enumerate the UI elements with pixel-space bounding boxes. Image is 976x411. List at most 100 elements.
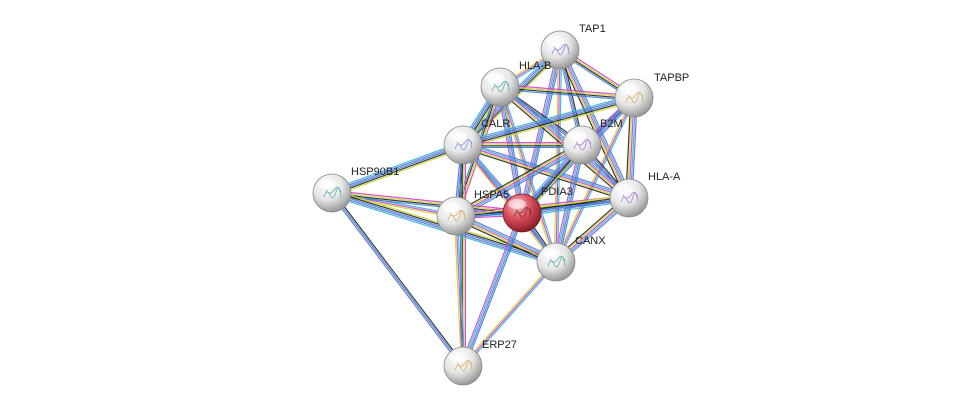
protein-structure-icon bbox=[454, 139, 473, 151]
edge-strand bbox=[332, 190, 523, 212]
edge-strand bbox=[332, 147, 465, 197]
node-erp27[interactable]: ERP27 bbox=[443, 339, 517, 386]
edge-strand bbox=[463, 213, 524, 367]
node-canx[interactable]: CANX bbox=[536, 235, 606, 282]
edge-strand bbox=[331, 142, 463, 193]
node-label: CANX bbox=[575, 235, 606, 247]
edge-HSP90B1-HSPA5 bbox=[331, 190, 457, 219]
edge-strand bbox=[332, 191, 465, 366]
edge-strand bbox=[463, 262, 558, 368]
node-hsp90b1[interactable]: HSP90B1 bbox=[312, 166, 399, 213]
node-sphere[interactable] bbox=[480, 67, 520, 107]
node-label: HLA-A bbox=[648, 171, 681, 183]
edge-strand bbox=[454, 143, 582, 216]
edge-strand bbox=[556, 98, 636, 263]
node-sphere[interactable] bbox=[436, 196, 476, 236]
node-sphere[interactable] bbox=[562, 125, 602, 165]
edge-strand bbox=[453, 216, 463, 367]
edge-strand bbox=[463, 98, 635, 148]
node-label: HSPA5 bbox=[474, 189, 509, 201]
protein-structure-icon bbox=[323, 187, 342, 199]
edge-strand bbox=[332, 191, 523, 213]
node-sphere[interactable] bbox=[443, 346, 483, 386]
edge-strand bbox=[332, 145, 464, 196]
edge-strand bbox=[331, 192, 457, 217]
edge-strand bbox=[499, 87, 634, 100]
node-sphere[interactable] bbox=[536, 242, 576, 282]
edge-B2M-HSPA5 bbox=[454, 141, 584, 220]
edge-CALR-HSP90B1 bbox=[330, 141, 465, 197]
edge-strand bbox=[555, 97, 635, 263]
node-sphere[interactable] bbox=[312, 173, 352, 213]
node-label: CALR bbox=[481, 118, 510, 130]
edge-HSP90B1-ERP27 bbox=[330, 191, 465, 368]
edge-strand bbox=[462, 95, 634, 145]
edge-strand bbox=[461, 147, 629, 202]
protein-structure-icon bbox=[551, 44, 570, 56]
node-hspa5[interactable]: HSPA5 bbox=[436, 189, 509, 236]
edge-strand bbox=[455, 215, 464, 367]
node-hla-a[interactable]: HLA-A bbox=[609, 171, 681, 218]
edge-strand bbox=[331, 192, 464, 367]
edge-strand bbox=[464, 213, 525, 368]
edge-strand bbox=[461, 94, 634, 143]
node-highlight bbox=[449, 352, 467, 362]
node-b2m[interactable]: B2M bbox=[562, 118, 623, 165]
node-highlight bbox=[449, 131, 467, 141]
edge-strand bbox=[332, 190, 457, 216]
node-highlight bbox=[546, 36, 564, 46]
node-sphere[interactable] bbox=[614, 78, 654, 118]
edge-strand bbox=[462, 144, 630, 199]
node-sphere[interactable] bbox=[502, 193, 542, 233]
node-highlight bbox=[620, 84, 638, 94]
edge-strand bbox=[330, 193, 463, 368]
protein-structure-icon bbox=[513, 207, 532, 219]
node-pdia3[interactable]: PDIA3 bbox=[502, 186, 573, 233]
node-highlight bbox=[442, 202, 460, 212]
node-label: B2M bbox=[600, 118, 623, 130]
node-label: TAPBP bbox=[654, 72, 689, 84]
protein-structure-icon bbox=[454, 360, 473, 372]
protein-structure-icon bbox=[447, 210, 466, 222]
node-label: HSP90B1 bbox=[351, 166, 399, 178]
edge-TAP1-HLA-A bbox=[556, 48, 633, 200]
edge-CANX-ERP27 bbox=[461, 260, 558, 368]
protein-structure-icon bbox=[620, 192, 639, 204]
node-sphere[interactable] bbox=[443, 125, 483, 165]
node-tap1[interactable]: TAP1 bbox=[540, 23, 606, 70]
node-tapbp[interactable]: TAPBP bbox=[614, 72, 689, 118]
edge-HSPA5-ERP27 bbox=[453, 215, 466, 367]
edge-strand bbox=[457, 147, 584, 220]
node-hla-b[interactable]: HLA-B bbox=[480, 60, 551, 107]
edge-strand bbox=[554, 97, 634, 262]
edge-strand bbox=[330, 141, 463, 191]
edge-strand bbox=[463, 100, 636, 149]
edge-strand bbox=[454, 141, 581, 214]
edge-strand bbox=[497, 87, 521, 214]
edge-CALR-HLA-A bbox=[461, 141, 631, 202]
protein-structure-icon bbox=[491, 81, 510, 93]
edge-strand bbox=[499, 86, 557, 263]
node-highlight bbox=[508, 199, 526, 209]
edge-strand bbox=[556, 51, 627, 200]
node-highlight bbox=[542, 248, 560, 258]
edge-strand bbox=[520, 49, 560, 213]
node-sphere[interactable] bbox=[609, 178, 649, 218]
edge-strand bbox=[519, 49, 559, 213]
node-label: TAP1 bbox=[579, 23, 606, 35]
node-label: PDIA3 bbox=[541, 186, 573, 198]
edge-strand bbox=[499, 88, 634, 101]
node-calr[interactable]: CALR bbox=[443, 118, 510, 165]
protein-structure-icon bbox=[547, 256, 566, 268]
node-label: ERP27 bbox=[482, 339, 517, 351]
edge-strand bbox=[560, 49, 631, 198]
edge-strand bbox=[461, 260, 556, 366]
edge-HLA-B-TAPBP bbox=[499, 84, 635, 101]
node-highlight bbox=[486, 73, 504, 83]
edge-strand bbox=[462, 261, 557, 367]
node-label: HLA-B bbox=[519, 60, 551, 72]
edge-strand bbox=[463, 142, 630, 198]
edge-strand bbox=[562, 48, 633, 197]
